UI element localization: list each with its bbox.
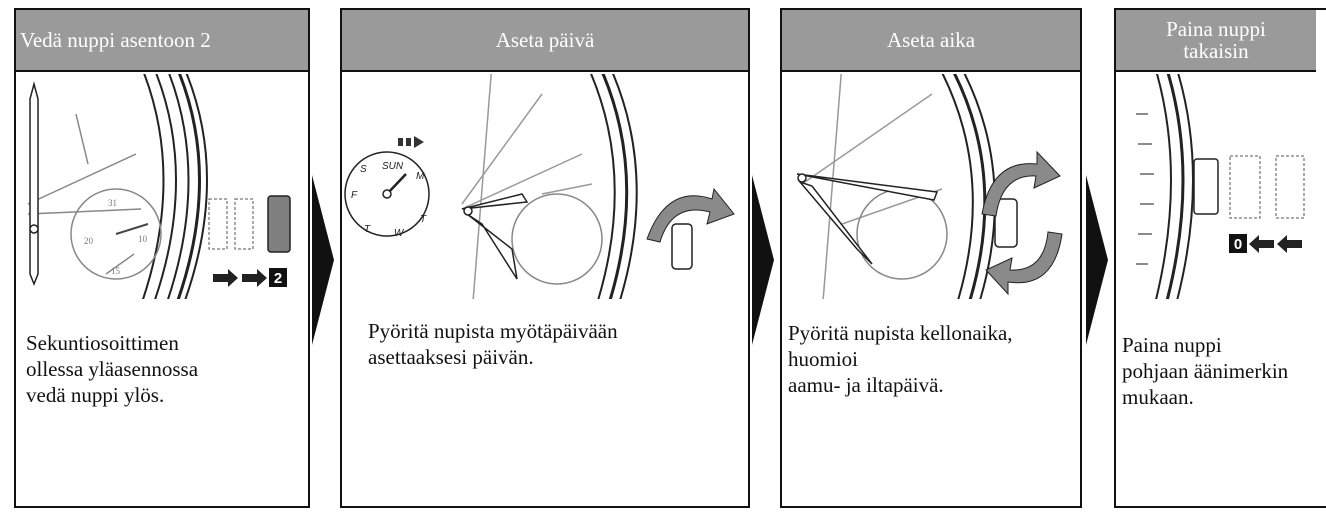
step-1-text-line: Sekuntiosoittimen bbox=[26, 331, 179, 355]
step-3-text-line: aamu- ja iltapäivä. bbox=[788, 373, 944, 397]
day-label: W bbox=[394, 228, 405, 239]
subdial-number: 20 bbox=[84, 236, 94, 246]
step-4-title-line: takaisin bbox=[1183, 39, 1249, 63]
subdial-number: 10 bbox=[138, 234, 148, 244]
arrow-right-icon bbox=[1086, 175, 1108, 345]
step-4-title-line: Paina nuppi bbox=[1166, 17, 1266, 41]
step-4-title: Paina nuppi takaisin bbox=[1116, 10, 1316, 72]
step-3-title: Aseta aika bbox=[782, 10, 1080, 72]
watch-crown-pull-icon: 31 10 20 15 2 bbox=[27, 74, 291, 299]
step-2-text-line: asettaaksesi päivän. bbox=[368, 345, 534, 369]
watch-crown-rotate-both-icon bbox=[796, 74, 1063, 299]
step-1-text-line: vedä nuppi ylös. bbox=[26, 383, 165, 407]
step-1-text-line: ollessa yläasennossa bbox=[26, 357, 199, 381]
step-4-text-line: Paina nuppi bbox=[1122, 333, 1222, 357]
step-4-text-line: pohjaan äänimerkin bbox=[1122, 359, 1289, 383]
subdial-number: 31 bbox=[108, 198, 117, 208]
arrow-right-icon bbox=[752, 175, 774, 345]
day-label: F bbox=[351, 190, 358, 201]
day-label: T bbox=[420, 214, 427, 225]
step-1-title: Vedä nuppi asentoon 2 bbox=[16, 10, 308, 72]
step-4-text-line: mukaan. bbox=[1122, 385, 1194, 409]
step-2-title: Aseta päivä bbox=[342, 10, 748, 72]
watch-crown-push-icon: 0 bbox=[1136, 74, 1305, 299]
step-3-text-line: Pyöritä nupista kellonaika, bbox=[788, 321, 1013, 345]
day-label: S bbox=[360, 164, 367, 175]
subdial-number: 15 bbox=[111, 266, 121, 276]
day-label: T bbox=[364, 224, 371, 235]
step-panel-1: Vedä nuppi asentoon 2 31 10 20 15 2 bbox=[14, 8, 310, 508]
arrow-right-icon bbox=[312, 175, 334, 345]
day-label: SUN bbox=[382, 161, 404, 172]
day-label: M bbox=[416, 171, 425, 182]
step-panel-2: Aseta päivä SUN M T W T F S Py bbox=[340, 8, 750, 508]
position-label-0: 0 bbox=[1234, 236, 1242, 253]
step-panel-4: Paina nuppi takaisin 0 Paina nuppi pohja… bbox=[1114, 8, 1326, 508]
step-3-text-line: huomioi bbox=[788, 347, 859, 371]
step-2-text-line: Pyöritä nupista myötäpäivään bbox=[368, 319, 618, 343]
step-panel-3: Aseta aika Pyöritä nupista kellonaika, h… bbox=[780, 8, 1082, 508]
watch-crown-rotate-clockwise-icon: SUN M T W T F S bbox=[344, 74, 735, 299]
position-label-2: 2 bbox=[274, 270, 282, 287]
